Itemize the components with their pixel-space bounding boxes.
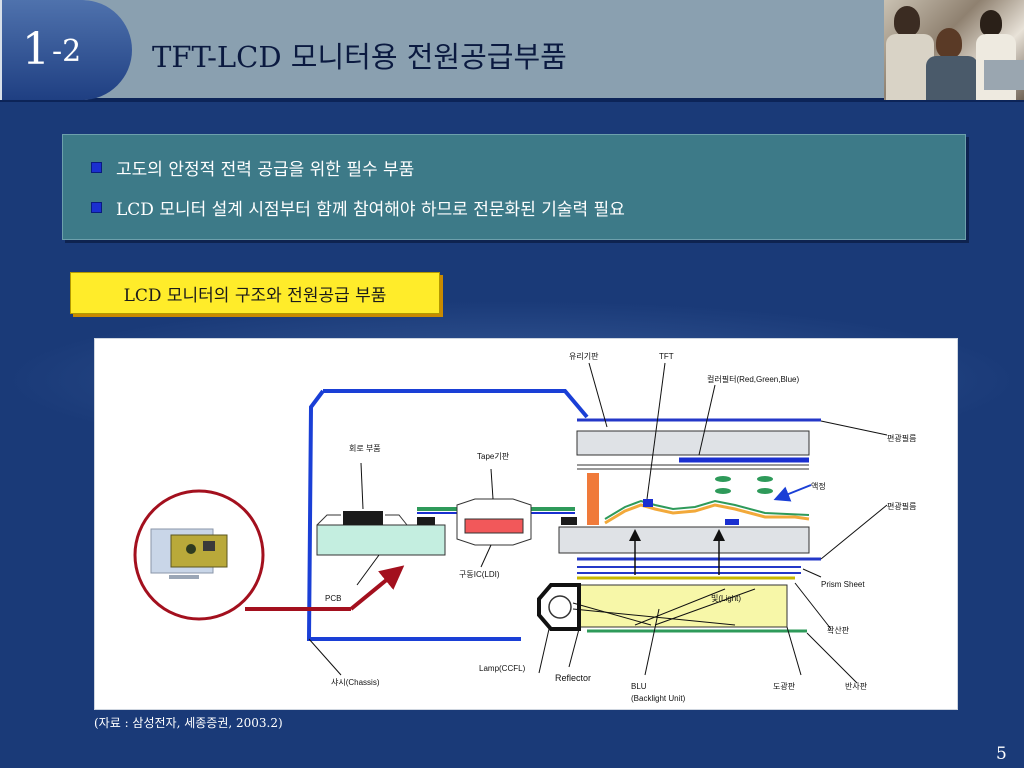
driver-ic-chip xyxy=(464,518,524,534)
lcd-structure-diagram: 유리기판 TFT 컬러필터(Red,Green,Blue) 편광필름 액정 편광… xyxy=(94,338,958,710)
label-polarizer-bottom: 편광필름 xyxy=(887,501,916,511)
bullet-text: 고도의 안정적 전력 공급을 위한 필수 부품 xyxy=(116,159,415,180)
label-lamp: Lamp(CCFL) xyxy=(479,664,526,673)
label-liquid-crystal: 액정 xyxy=(811,481,826,491)
liquid-crystal-cell xyxy=(757,476,773,482)
label-circuit-part: 회로 부품 xyxy=(349,444,381,453)
light-ray xyxy=(634,588,726,626)
glass-substrate-bottom xyxy=(558,526,810,554)
label-tape: Tape기판 xyxy=(477,452,510,461)
label-diffuser: 확산판 xyxy=(827,625,850,635)
bullet-text: LCD 모니터 설계 시점부터 함께 참여해야 하므로 전문화된 기술력 필요 xyxy=(116,199,625,220)
header-photo xyxy=(884,0,1024,100)
light-ray xyxy=(654,588,756,626)
liquid-crystal-cell xyxy=(715,476,731,482)
sealant-block xyxy=(587,473,599,525)
pcb-clip xyxy=(316,514,341,526)
bullet-square-icon xyxy=(91,161,102,173)
section-number-minor: -2 xyxy=(52,34,82,69)
label-blu-full: (Backlight Unit) xyxy=(631,694,686,703)
page-number: 5 xyxy=(996,744,1007,764)
label-pcb: PCB xyxy=(325,594,341,603)
bullet-box: 고도의 안정적 전력 공급을 위한 필수 부품 LCD 모니터 설계 시점부터 … xyxy=(62,134,966,240)
liquid-crystal-cell xyxy=(715,488,731,494)
lc-pointer-arrow xyxy=(773,484,812,502)
liquid-crystal-cell xyxy=(757,488,773,494)
label-blu: BLU xyxy=(631,682,647,691)
tft-block xyxy=(725,519,739,525)
connector xyxy=(417,517,435,525)
color-filter-layers xyxy=(604,499,810,520)
header-bar xyxy=(0,0,1024,100)
chassis-top xyxy=(323,389,589,419)
circuit-component xyxy=(343,511,383,525)
label-reflector-sheet: 반사판 xyxy=(845,682,868,691)
pcb-board xyxy=(316,524,446,556)
monitor-stand-icon xyxy=(169,575,199,579)
label-color-filter: 컬러필터(Red,Green,Blue) xyxy=(707,374,799,384)
power-board-icon xyxy=(203,541,215,551)
section-number-tab: 1 -2 xyxy=(0,0,132,100)
label-chassis: 샤시(Chassis) xyxy=(331,677,380,687)
section-number-major: 1 xyxy=(22,24,50,75)
light-ray xyxy=(572,602,652,626)
leader-lines xyxy=(308,362,888,684)
lamp-ccfl xyxy=(548,595,572,619)
chassis-outline xyxy=(306,389,521,641)
pcb-clip xyxy=(385,514,408,526)
header-divider xyxy=(0,98,1024,102)
glass-substrate-top xyxy=(576,430,810,456)
source-note: (자료 : 삼성전자, 세종증권, 2003.2) xyxy=(94,716,283,730)
pcb-pointer-arrow xyxy=(349,565,405,611)
bullet-item: LCD 모니터 설계 시점부터 함께 참여해야 하므로 전문화된 기술력 필요 xyxy=(91,195,625,220)
label-prism-sheet: Prism Sheet xyxy=(821,580,865,589)
connector xyxy=(561,517,577,525)
power-board-icon xyxy=(186,544,196,554)
label-light-guide: 도광판 xyxy=(773,681,796,691)
page-title: TFT-LCD 모니터용 전원공급부품 xyxy=(152,40,567,74)
label-glass: 유리기판 xyxy=(569,352,599,361)
bullet-item: 고도의 안정적 전력 공급을 위한 필수 부품 xyxy=(91,155,415,180)
tft-block xyxy=(643,499,653,507)
power-board-icon xyxy=(170,534,228,568)
label-reflector: Reflector xyxy=(555,673,591,683)
label-polarizer-top: 편광필름 xyxy=(887,433,916,443)
reflector-shape xyxy=(537,583,581,631)
label-driver-ic: 구동IC(LDI) xyxy=(459,570,500,579)
color-filter-layers xyxy=(604,503,810,525)
label-tft: TFT xyxy=(659,352,674,361)
label-light: 빛(Light) xyxy=(711,593,741,603)
section-label: LCD 모니터의 구조와 전원공급 부품 xyxy=(70,272,440,314)
bullet-square-icon xyxy=(91,201,102,213)
